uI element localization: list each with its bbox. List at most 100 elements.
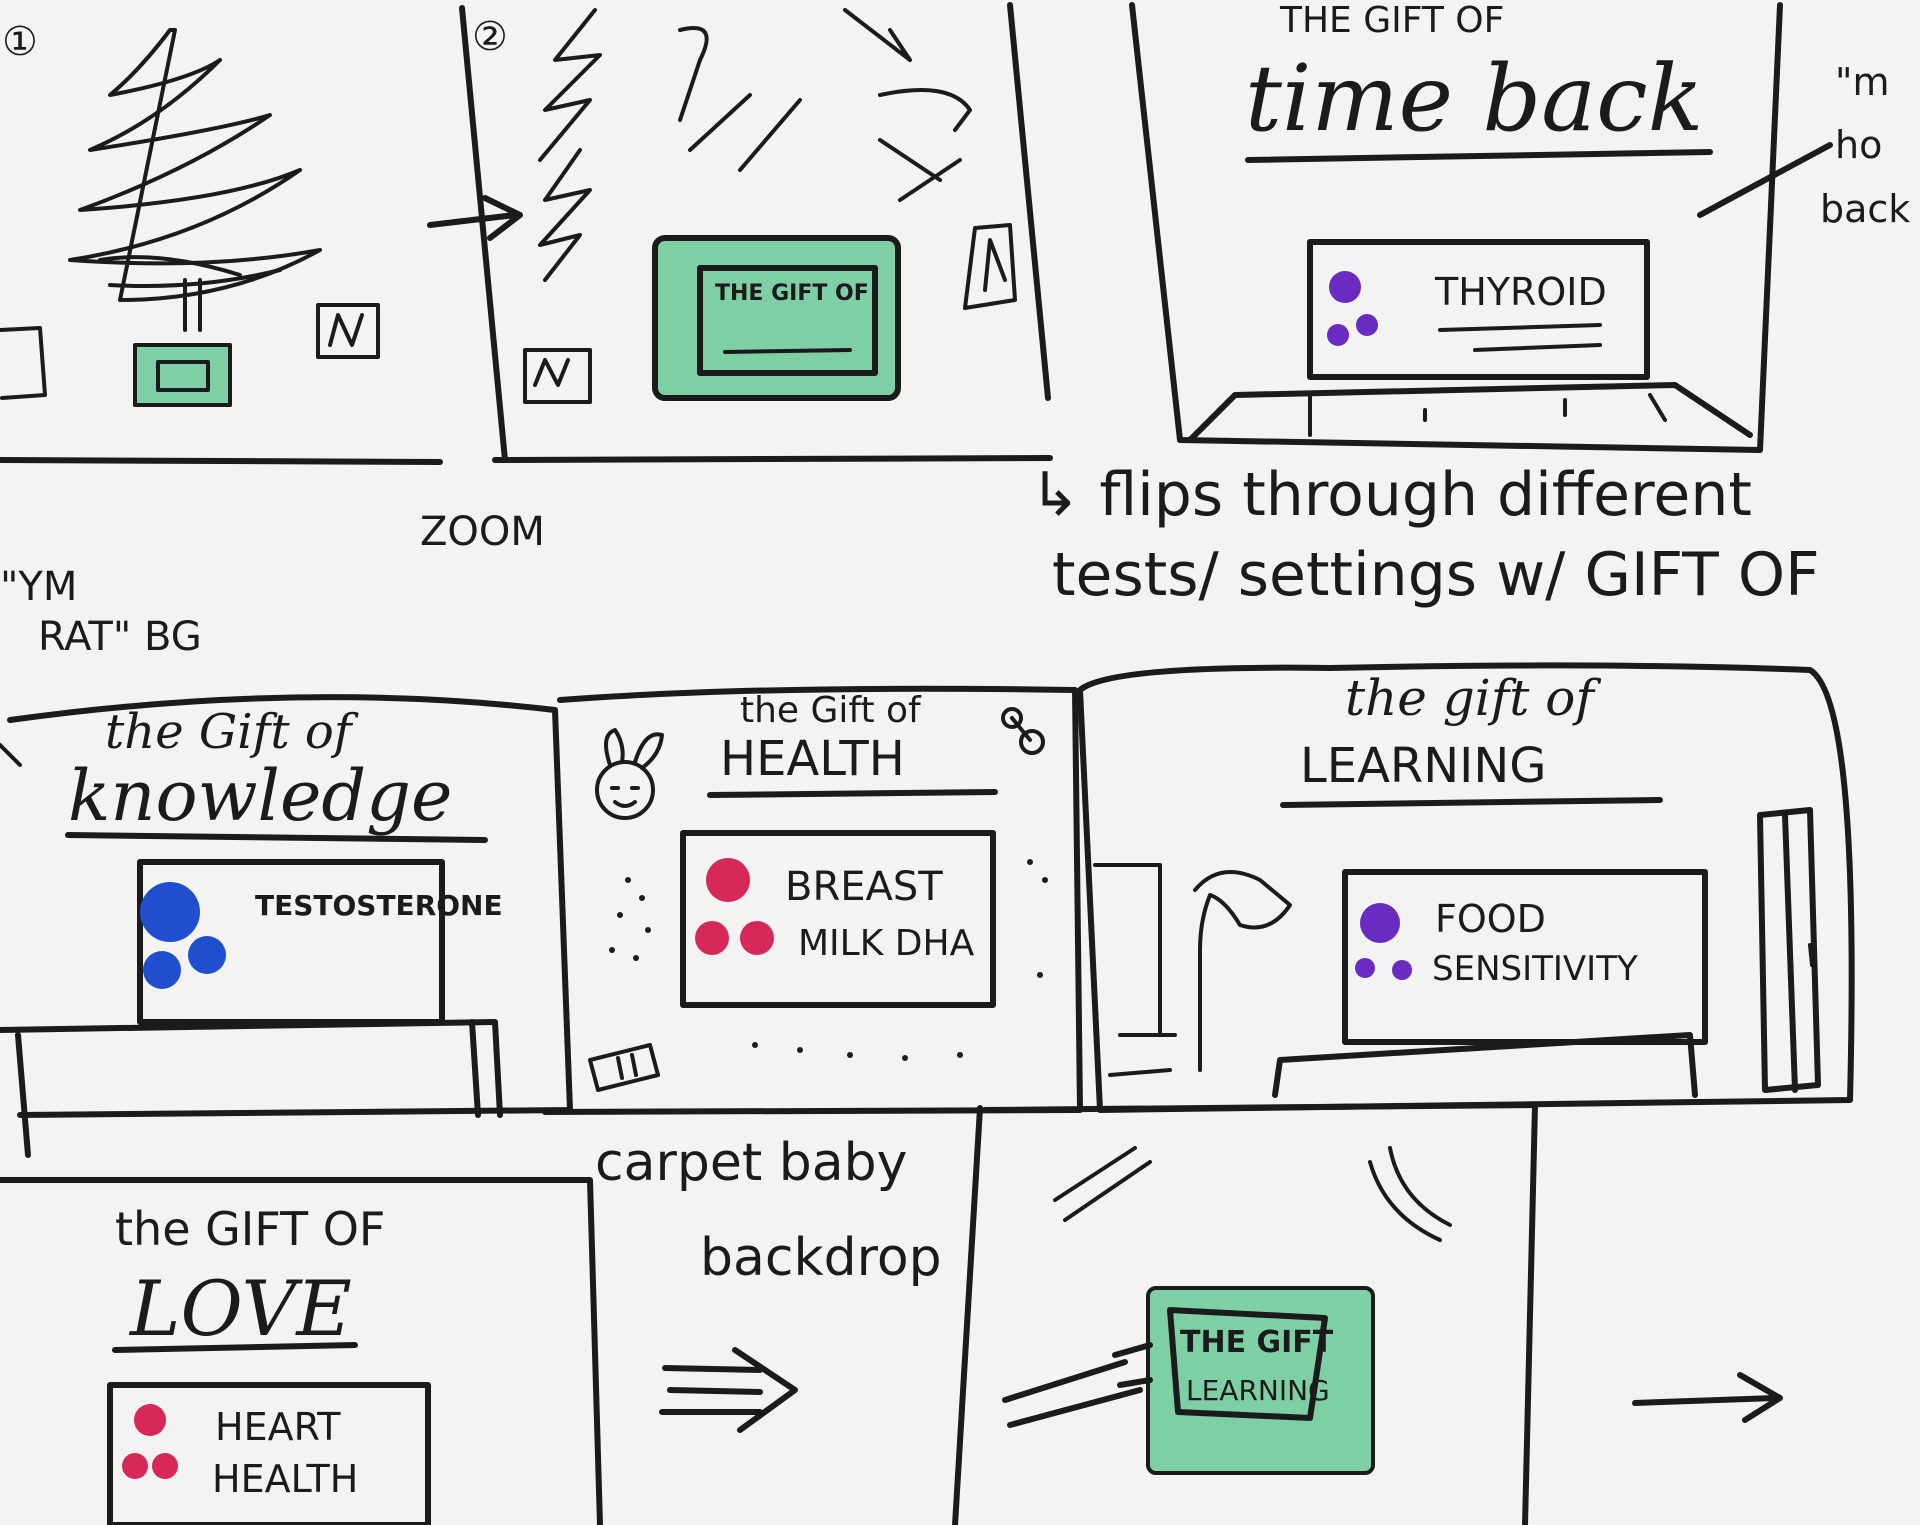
frame-5-title-underline [707,789,998,798]
frame-2-bottom-border [492,455,1053,463]
frame-6-fridge-handle [1808,943,1814,967]
frame-4-line1: the Gift of [105,704,359,760]
frame-5-card-line1: BREAST [785,864,943,910]
frame-1: ① [0,19,443,465]
frame-6-shelf-left [1093,863,1177,1077]
frame-5-line1: the Gift of [740,690,922,731]
frame-1-present-outline [133,343,232,407]
frame-6-desk [1272,1032,1698,1098]
tree-scribble-icon [68,28,322,332]
frame-7-card-line1: HEART [215,1405,341,1449]
frame-2-left-box [523,348,592,404]
frame-9: THE GIFT LEARNING [982,1102,1783,1525]
frame-1-bottom-border [0,457,443,465]
bunny-face-icon [595,728,664,820]
frame-3-dot-small-2 [1356,314,1378,336]
frame-1-right-box-mark [328,313,364,347]
frame-5-dot-large [706,858,750,902]
frame-3-line1: THE GIFT OF [1279,0,1504,41]
frame-2-zoom-note: ZOOM [420,509,545,555]
frame-8-note-line1: carpet baby [595,1133,907,1193]
left-note-line2: RAT" BG [38,614,202,660]
frame-2-present-outline [652,235,901,401]
frame-2-right-box-mark [983,238,1007,292]
frame-3-border [1129,2,1783,453]
frame-4-border [7,694,573,1118]
frame-9-speed-lines-right [1368,1146,1452,1242]
frame-7-gift-card [107,1382,431,1525]
frame-7-dot-small-1 [122,1453,148,1479]
frame-2-right-border [1007,2,1051,401]
frame-3-side-note-2: ho [1835,123,1882,167]
frame-4-desk-legs [15,1019,481,1158]
frame-7-dot-large [134,1404,166,1436]
frame-4-card-text: TESTOSTERONE [255,889,503,922]
frame-2-card-line [723,348,852,354]
frame-4-edge-mark [0,743,22,767]
frame-9-hand-lines [1002,1342,1153,1428]
frame-6-dot-small-2 [1392,960,1412,980]
frame-6-line1: the gift of [1345,669,1601,727]
frame-6-card-line1: FOOD [1435,897,1546,941]
frame-9-next-arrow-icon [1632,1372,1783,1423]
zoom-speed-lines [538,8,972,282]
flip-note: ↳ flips through different tests/ setting… [1030,460,1820,610]
frame-4: the Gift of knowledge TESTOSTERONE [0,694,573,1158]
frame-1-number: ① [2,19,38,65]
frame-4-dot-small-2 [188,936,226,974]
frame-2-number: ② [472,14,508,60]
frame-5: the Gift of HEALTH BREAST MILK DHA [542,685,1083,1115]
frame-6-line2: LEARNING [1300,738,1546,794]
frame-3-card-lines [1438,323,1602,352]
frame-4-gift-card [137,859,445,1025]
frame-6-dot-large [1360,903,1400,943]
frame-9-mint-present [1148,1288,1373,1473]
frame-9-gift-card [1167,1307,1328,1421]
frame-3-desk [1187,382,1753,443]
frame-3-card-text: THYROID [1434,270,1607,314]
flip-note-line2: tests/ settings w/ GIFT OF [1052,540,1820,610]
frame-2-arrow-icon [427,195,523,241]
frame-7-title-underline [112,1342,358,1353]
frame-2-gift-card [697,265,878,376]
frame-7-dot-small-2 [152,1453,178,1479]
frame-2-mint-present [655,238,898,398]
frame-3-side-note-3: back [1820,187,1910,231]
frame-8-double-arrow-icon [659,1347,798,1433]
frame-2-card-text: THE GIFT OF [715,281,869,306]
frame-6-fridge [1757,807,1821,1093]
frame-9-card-line2: LEARNING [1186,1374,1330,1407]
frame-9-card-line1: THE GIFT [1180,1325,1334,1360]
frame-3: THE GIFT OF time back THYROID "m ho back [1129,0,1910,453]
frame-1-present-card [156,360,210,392]
frame-5-border [542,685,1083,1115]
frame-2: ② THE GIFT OF ZOOM [420,2,1053,555]
frame-1-right-box [316,303,380,359]
frame-3-dot-large [1329,271,1361,303]
frame-6-title-underline [1280,797,1663,808]
frame-4-desk [0,1019,503,1118]
frame-2-left-border [459,5,508,463]
frame-6-card-line2: SENSITIVITY [1432,949,1638,989]
frame-4-dot-small-1 [143,951,181,989]
frame-3-title-underline [1245,149,1713,163]
frame-5-box-mark [616,1053,638,1080]
left-note-line1: "YM [0,564,77,610]
frame-6-lamp [1193,870,1292,1072]
frame-7-line2: LOVE [128,1264,352,1353]
frame-7-line1: the GIFT OF [115,1202,385,1256]
frame-7-card-line2: HEALTH [212,1457,358,1501]
frame-8-right-border [952,1105,983,1525]
frame-9-border [982,1102,1538,1525]
frame-6-gift-card [1342,869,1708,1045]
frame-5-gift-card [680,830,996,1008]
frame-3-leader-line [1697,142,1833,218]
frame-3-desk-ticks [1308,393,1667,437]
frame-9-speed-lines-left [1053,1146,1152,1222]
left-note: "YM RAT" BG [0,564,202,660]
frame-6: the gift of LEARNING FOOD SENSITIVITY [1077,662,1855,1113]
frame-5-dot-small-1 [695,921,729,955]
frame-3-line2: time back [1245,45,1703,152]
frame-1-left-box [0,326,47,400]
